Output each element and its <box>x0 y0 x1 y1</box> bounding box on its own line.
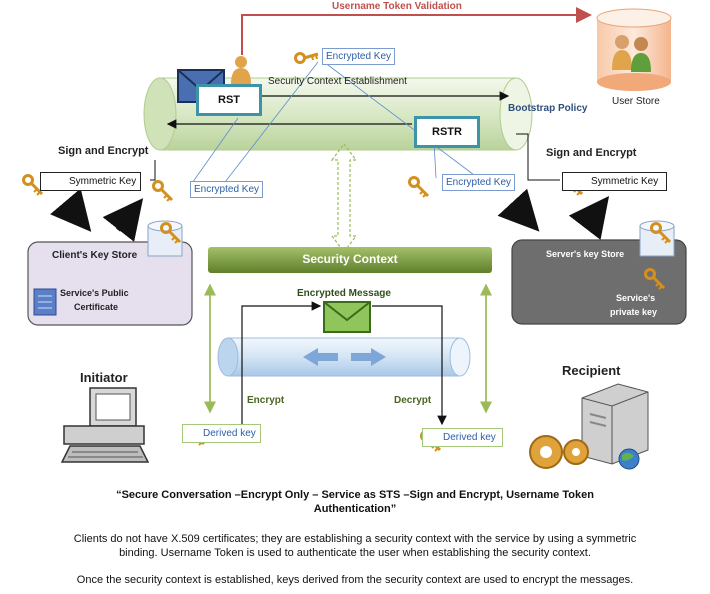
description-para2: Once the security context is established… <box>76 574 634 586</box>
client-symmetric-key-box: Symmetric Key <box>40 172 142 191</box>
user-store-label: User Store <box>612 96 660 107</box>
encrypted-message-envelope <box>323 301 371 333</box>
initiator-computer <box>60 387 150 463</box>
recipient-server <box>529 383 649 470</box>
server-private-key-label-1: Service's <box>616 293 656 303</box>
server-key-store-title: Server's key Store <box>546 249 625 259</box>
server-derived-key-box: Derived key <box>422 428 503 447</box>
user-store-cylinder <box>596 8 672 91</box>
rstr-box: RSTR <box>414 116 480 148</box>
server-symmetric-key-box: Symmetric Key <box>562 172 668 191</box>
server-sign-encrypt-label: Sign and Encrypt <box>546 147 637 159</box>
message-pipe <box>217 337 471 377</box>
description-para1-line1: Clients do not have X.509 certificates; … <box>73 533 637 545</box>
rst-box: RST <box>196 84 262 116</box>
description-para1-line2: binding. Username Token is used to authe… <box>119 547 591 559</box>
encrypt-label: Encrypt <box>247 395 285 406</box>
client-encrypted-key-box: Encrypted Key <box>190 181 264 198</box>
recipient-label: Recipient <box>562 363 621 378</box>
encrypted-key-top: Encrypted Key <box>322 48 396 65</box>
server-private-key-label-2: private key <box>610 307 658 317</box>
server-encrypted-key-box: Encrypted Key <box>442 174 516 191</box>
caption-line-1: “Secure Conversation –Encrypt Only – Ser… <box>116 489 594 501</box>
security-context-label: Security Context <box>302 252 398 266</box>
encrypted-message-label: Encrypted Message <box>297 288 391 299</box>
validation-label: Username Token Validation <box>332 1 462 12</box>
context-dashed-arrow <box>330 143 358 253</box>
client-sign-encrypt-label: Sign and Encrypt <box>58 145 149 157</box>
initiator-label: Initiator <box>80 370 128 385</box>
client-cert-label-1: Service's Public <box>60 288 129 298</box>
client-derived-key-box: Derived key <box>182 424 261 443</box>
server-key-store-box <box>511 220 687 325</box>
caption-line-2: Authentication” <box>313 503 397 515</box>
security-context-bar <box>208 247 492 273</box>
bootstrap-policy-label: Bootstrap Policy <box>508 103 588 114</box>
user-figure <box>231 56 251 84</box>
client-cert-label-2: Certificate <box>74 302 119 312</box>
validation-arrow <box>241 7 592 55</box>
client-key-store-box <box>27 220 193 326</box>
client-key-store-title: Client's Key Store <box>52 250 138 261</box>
context-establishment-label: Security Context Establishment <box>268 76 407 87</box>
decrypt-label: Decrypt <box>394 395 432 406</box>
